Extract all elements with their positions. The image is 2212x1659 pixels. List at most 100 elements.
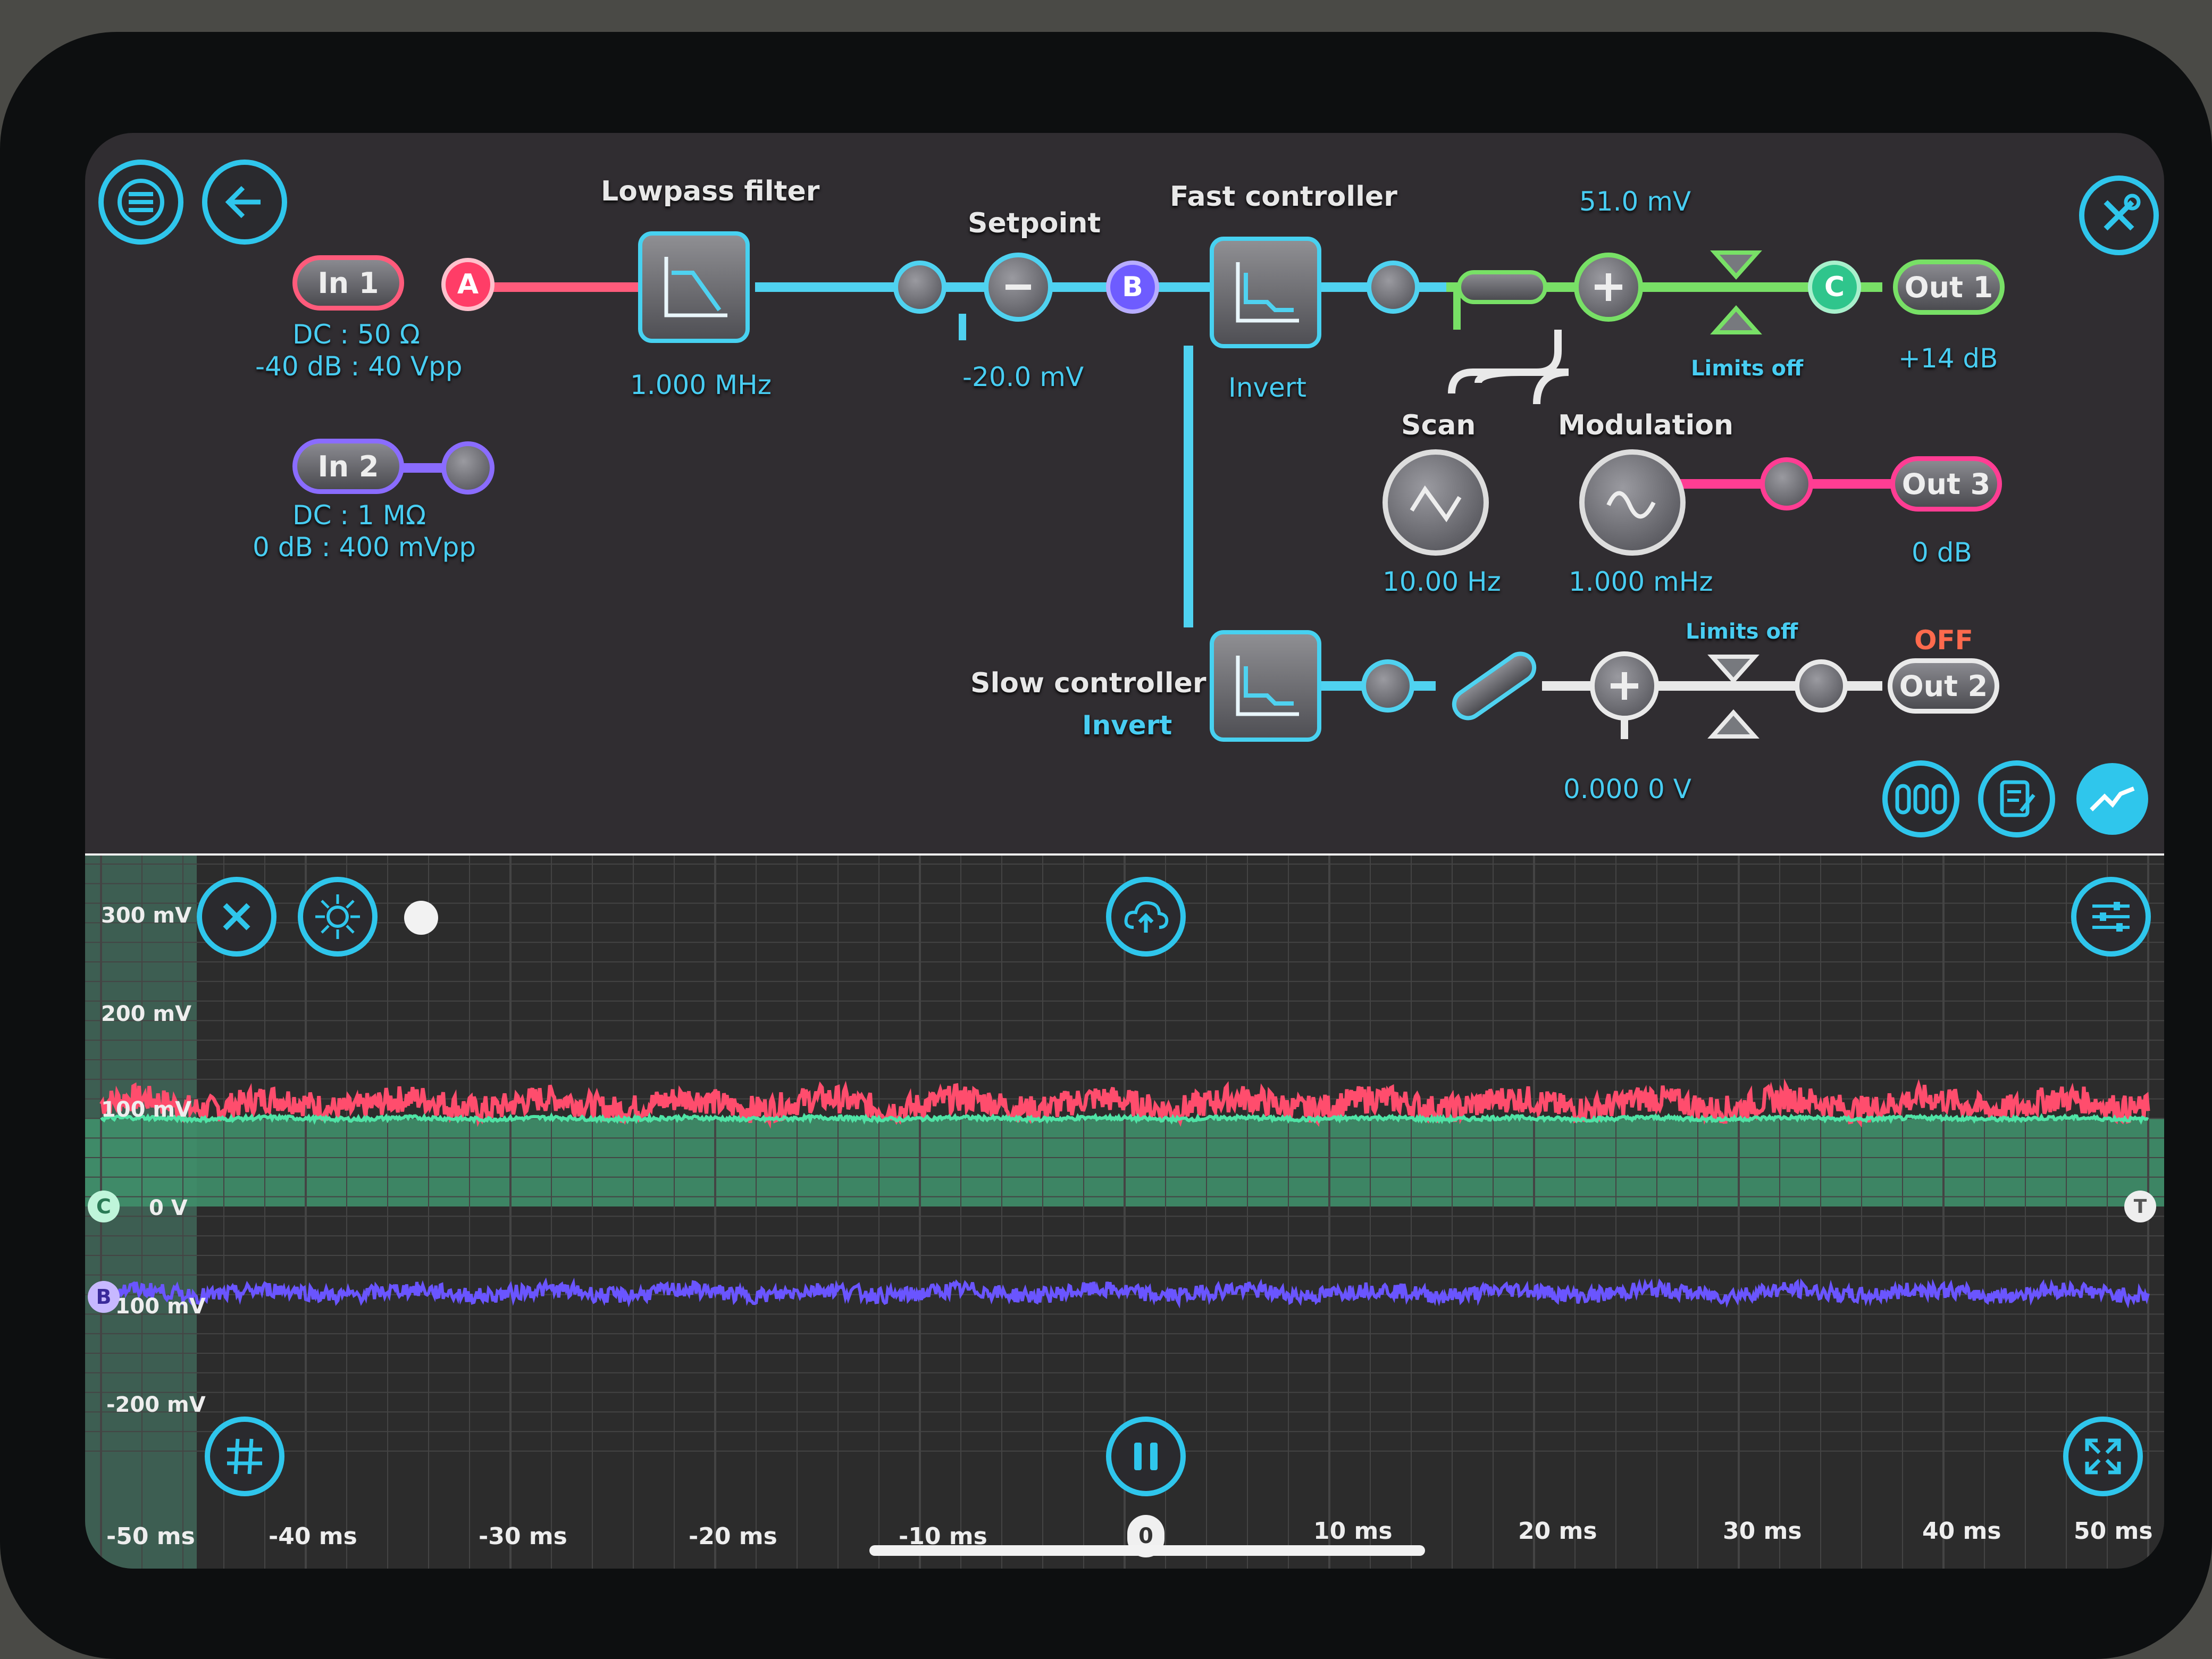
- oscilloscope-panel[interactable]: 300 mV 200 mV 100 mV 0 V -100 mV -200 mV…: [85, 853, 2164, 1569]
- status-dot: [404, 901, 438, 935]
- settings-button[interactable]: [2079, 175, 2159, 255]
- setpoint-value: -20.0 mV: [962, 362, 1084, 392]
- trace-icon: [2089, 786, 2134, 811]
- out1-sum-button[interactable]: [1574, 253, 1643, 322]
- fast-controller-invert: Invert: [1228, 372, 1306, 403]
- menu-icon: [118, 179, 164, 225]
- input-2-coupling: DC : 1 MΩ: [292, 500, 426, 531]
- wire-scan-feed: [1474, 368, 1569, 405]
- clear-traces-button[interactable]: [197, 877, 276, 957]
- app-screen: In 1 A DC : 50 Ω -40 dB : 40 Vpp In 2 DC…: [85, 133, 2164, 1569]
- trace-series-1: [99, 1078, 2150, 1129]
- signal-wires: [383, 282, 1904, 739]
- menu-button[interactable]: [98, 160, 183, 245]
- probe-c-label: C: [1824, 271, 1845, 303]
- out1-label: Out 1: [1904, 270, 1993, 304]
- modulation-title: Modulation: [1558, 409, 1734, 441]
- channel-c-marker-label: C: [96, 1195, 111, 1218]
- modulation-generator-button[interactable]: [1579, 449, 1686, 556]
- upload-button[interactable]: [1106, 877, 1186, 957]
- probe-c-node[interactable]: C: [1808, 261, 1861, 314]
- x-label-20: 20 ms: [1518, 1518, 1597, 1545]
- slow-controller-block[interactable]: [1210, 630, 1321, 742]
- scope-settings-button[interactable]: [2071, 877, 2151, 957]
- triangle-wave-icon: [1410, 485, 1462, 523]
- out2-limit-down-icon[interactable]: [1704, 705, 1763, 742]
- x-label-minus40: -40 ms: [269, 1523, 357, 1550]
- out2-state: OFF: [1914, 625, 1973, 656]
- setpoint-title: Setpoint: [968, 207, 1101, 239]
- trigger-marker-label: T: [2133, 1195, 2147, 1218]
- controller-icon: [1236, 656, 1299, 716]
- out3-button[interactable]: Out 3: [1890, 456, 2002, 512]
- persistence-button[interactable]: [298, 877, 378, 957]
- out1-limits: Limits off: [1691, 356, 1804, 381]
- fast-controller-title: Fast controller: [1170, 181, 1397, 213]
- probe-a-node[interactable]: A: [441, 258, 495, 311]
- sine-wave-icon: [1606, 491, 1656, 519]
- lowpass-icon: [664, 257, 727, 317]
- channel-c-marker[interactable]: C: [88, 1191, 120, 1222]
- arrow-left-icon: [225, 186, 261, 219]
- minus-icon: [1006, 284, 1031, 290]
- channels-button[interactable]: [1882, 760, 1959, 837]
- out2-button[interactable]: Out 2: [1888, 658, 1999, 714]
- out2-label: Out 2: [1899, 669, 1988, 703]
- input-2-button[interactable]: In 2: [292, 439, 404, 494]
- out1-limit-up-icon[interactable]: [1707, 247, 1765, 284]
- input-1-range: -40 dB : 40 Vpp: [255, 351, 463, 382]
- lowpass-filter-block[interactable]: [638, 231, 750, 343]
- input-2-node[interactable]: [441, 441, 495, 495]
- notes-button[interactable]: [1978, 760, 2055, 837]
- fast-controller-block[interactable]: [1210, 237, 1321, 348]
- pause-button[interactable]: [1106, 1417, 1186, 1496]
- out3-gain: 0 dB: [1912, 537, 1972, 568]
- sliders-icon: [2092, 902, 2130, 932]
- x-label-minus30: -30 ms: [479, 1523, 567, 1550]
- scan-generator-button[interactable]: [1382, 449, 1489, 556]
- trigger-marker[interactable]: T: [2124, 1191, 2156, 1222]
- y-label-300: 300 mV: [101, 903, 192, 928]
- starburst-icon: [315, 894, 360, 939]
- y-label-minus200: -200 mV: [106, 1393, 206, 1417]
- channels-icon: [1895, 784, 1947, 814]
- plus-icon: [1611, 672, 1638, 700]
- channel-b-marker[interactable]: B: [88, 1281, 120, 1313]
- fast-out-switch[interactable]: [1457, 270, 1547, 304]
- probe-b-node[interactable]: B: [1106, 261, 1159, 314]
- grid-button[interactable]: [205, 1417, 284, 1496]
- slow-controller-invert: Invert: [1082, 710, 1172, 741]
- input-2-range: 0 dB : 400 mVpp: [253, 532, 476, 563]
- setpoint-subtract-button[interactable]: [984, 253, 1053, 322]
- y-label-200: 200 mV: [101, 1002, 192, 1026]
- block-diagram: In 1 A DC : 50 Ω -40 dB : 40 Vpp In 2 DC…: [85, 133, 2164, 853]
- setpoint-in-node[interactable]: [893, 261, 946, 314]
- out2-limits: Limits off: [1686, 619, 1798, 644]
- out3-label: Out 3: [1901, 467, 1991, 501]
- edit-notes-icon: [2000, 780, 2035, 817]
- home-indicator: [869, 1545, 1425, 1556]
- out3-node[interactable]: [1760, 457, 1813, 510]
- slow-out-node[interactable]: [1361, 659, 1414, 713]
- cloud-upload-icon: [1124, 901, 1169, 933]
- tools-icon: [2104, 194, 2141, 231]
- out2-sum-button[interactable]: [1590, 651, 1659, 720]
- x-label-minus50: -50 ms: [106, 1523, 195, 1550]
- back-button[interactable]: [202, 160, 287, 245]
- out2-offset: 0.000 0 V: [1563, 774, 1691, 805]
- out2-node[interactable]: [1795, 659, 1848, 713]
- fullscreen-button[interactable]: [2063, 1417, 2143, 1496]
- scope-toggle-button[interactable]: [2076, 763, 2148, 835]
- x-label-10: 10 ms: [1313, 1518, 1393, 1545]
- channel-b-marker-label: B: [96, 1285, 112, 1309]
- out1-limit-down-icon[interactable]: [1707, 300, 1765, 338]
- y-label-0: 0 V: [149, 1196, 188, 1220]
- out1-button[interactable]: Out 1: [1893, 259, 2005, 315]
- out1-offset: 51.0 mV: [1579, 186, 1691, 217]
- fast-out-node[interactable]: [1367, 261, 1420, 314]
- trace-series-3: [99, 1277, 2150, 1309]
- input-1-button[interactable]: In 1: [292, 255, 404, 311]
- hash-grid-icon: [227, 1438, 262, 1474]
- x-label-minus20: -20 ms: [689, 1523, 777, 1550]
- out2-limit-up-icon[interactable]: [1704, 651, 1763, 689]
